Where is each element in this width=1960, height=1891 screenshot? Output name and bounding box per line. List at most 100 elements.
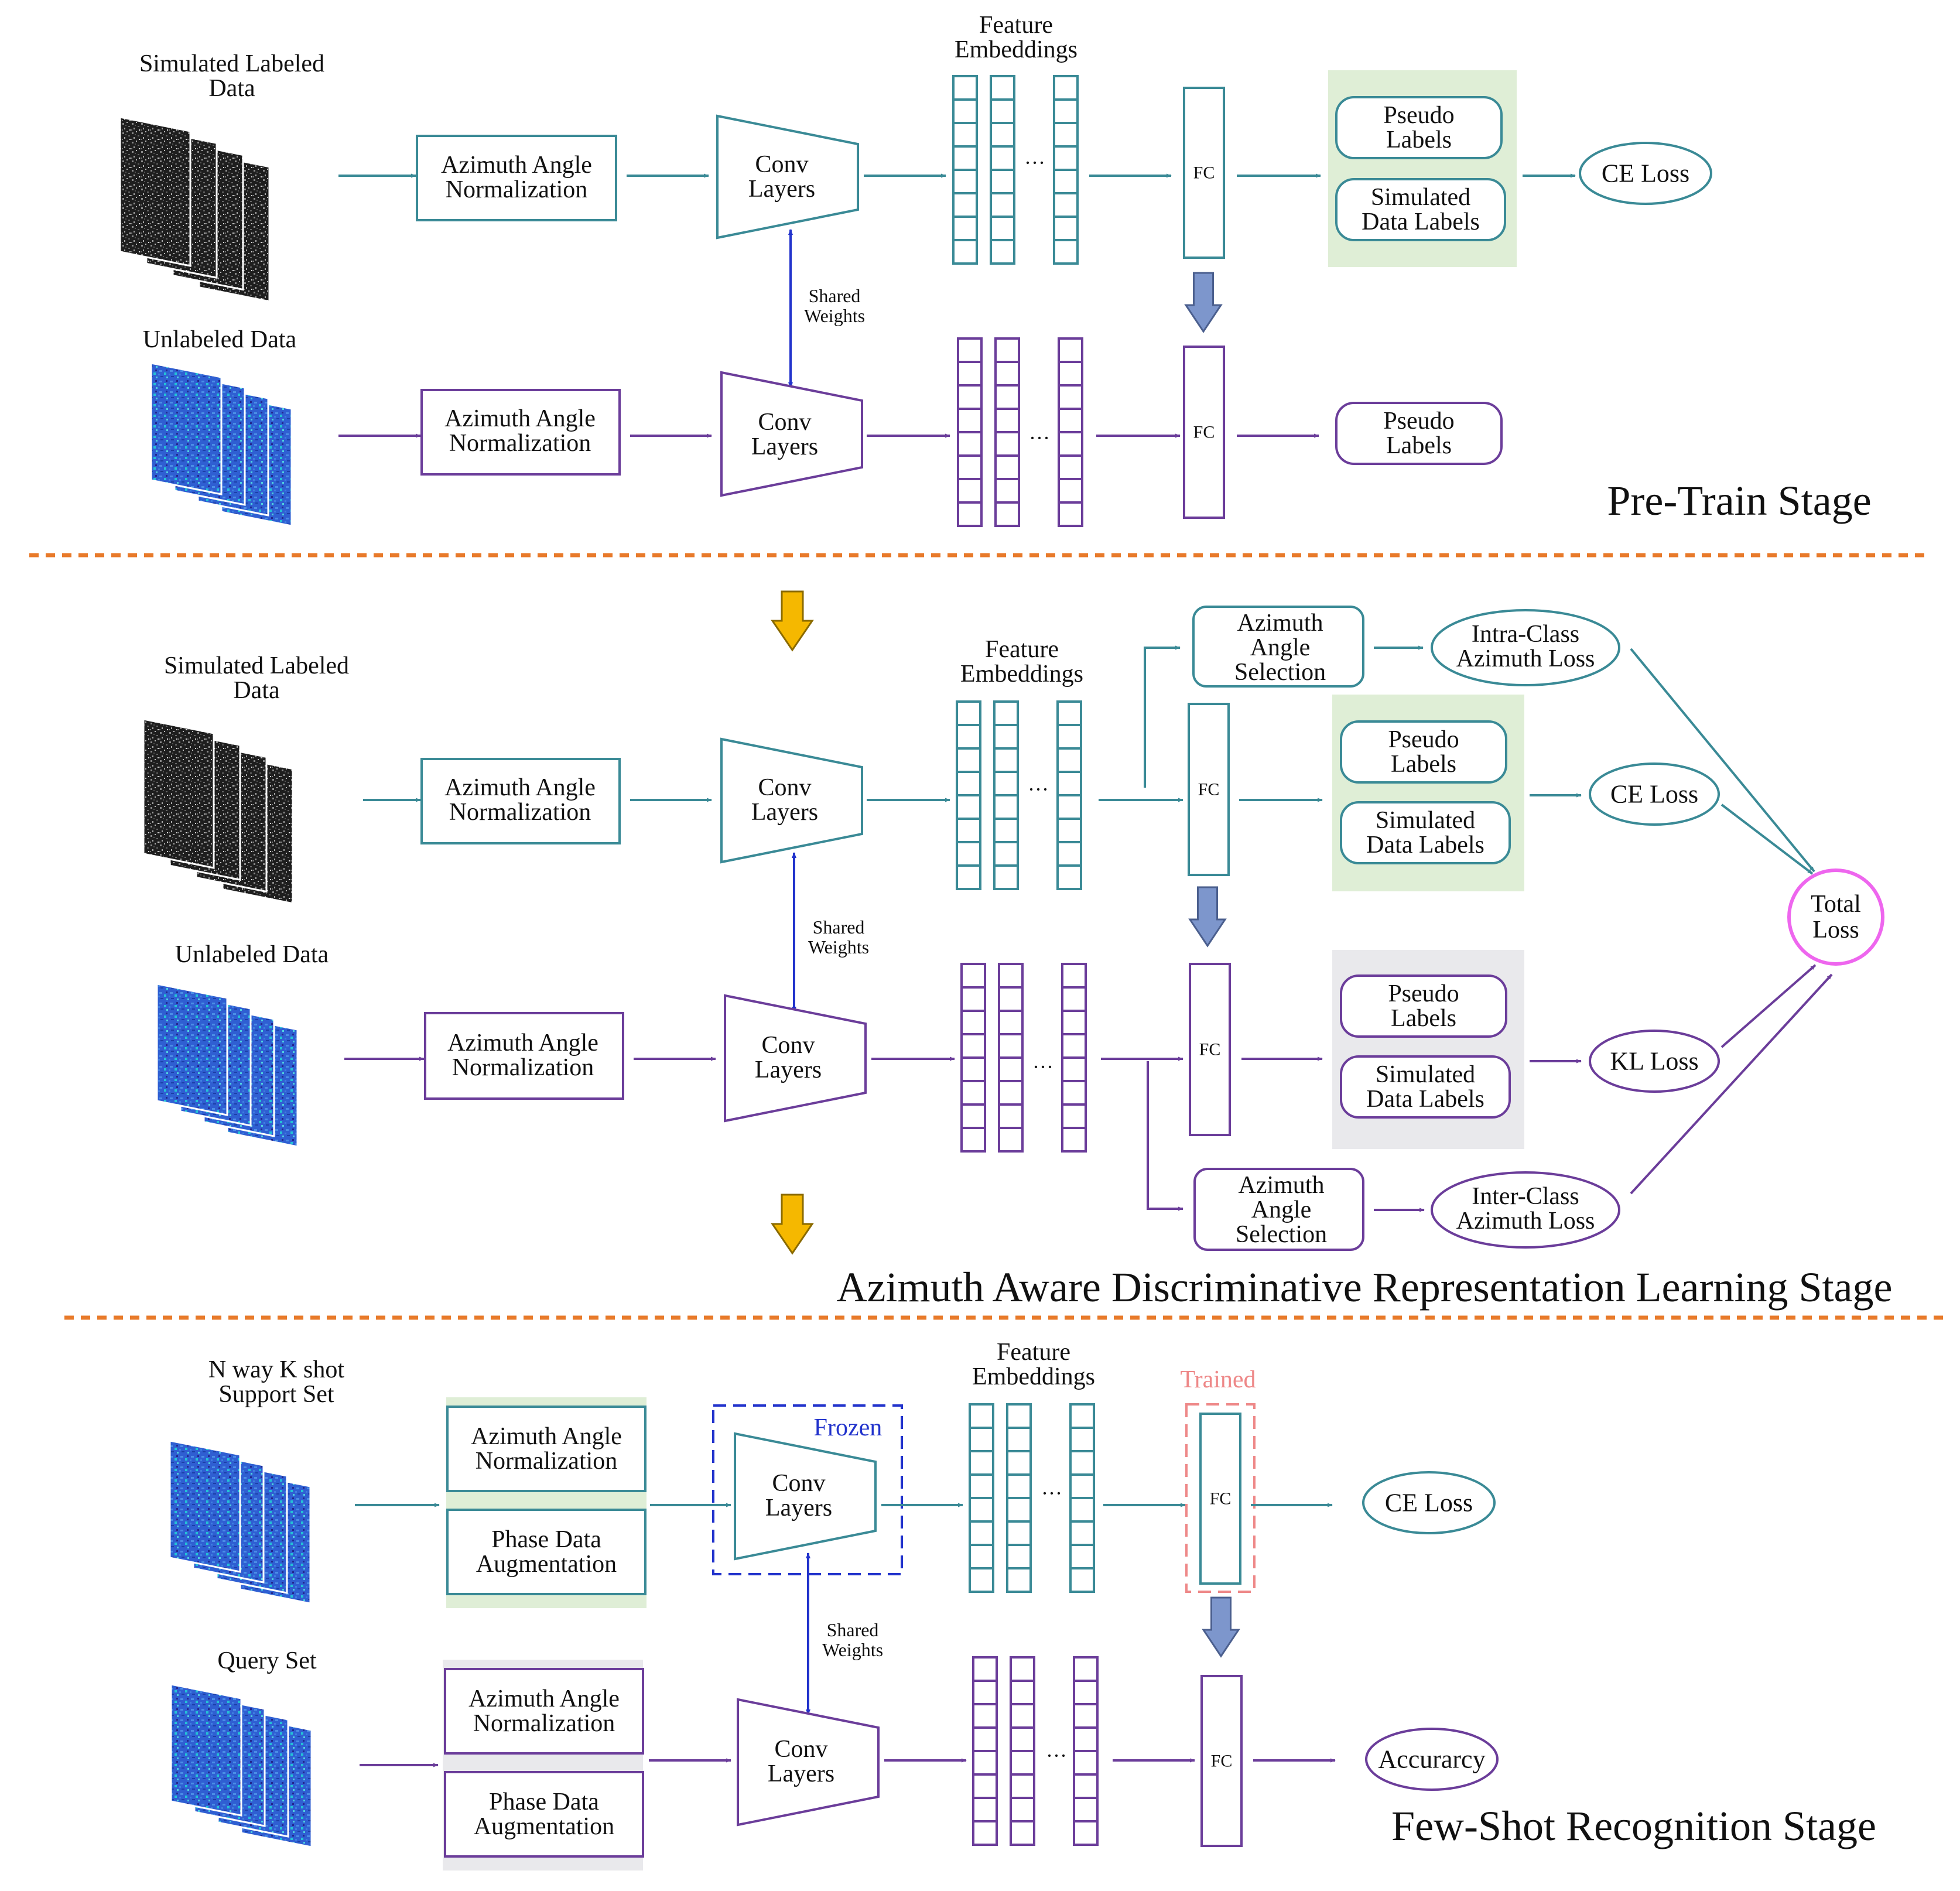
feature-cell [1006,1450,1032,1476]
feature-cell [1053,122,1079,148]
pseudo-labels-pill-text: Pseudo [1383,408,1454,435]
feature-cell [998,963,1024,989]
normalization-text: Azimuth Angle [444,774,596,801]
feature-cell [993,747,1019,773]
sar-image-stack [156,983,228,1116]
inter-class-loss-text: Inter-Class [1472,1183,1579,1210]
feature-cell [994,337,1020,363]
feature-cell [1053,75,1079,101]
feature-cell [969,1473,994,1499]
feature-cell [952,145,978,171]
feature-cell [956,841,981,867]
feature-cell [1058,431,1083,457]
feature-cell [1056,864,1082,890]
feature-cell [1058,337,1083,363]
feature-cell [956,771,981,796]
conv-layers-text: Layers [751,799,818,826]
feature-cell [1069,1567,1095,1593]
normalization-text: Normalization [446,176,588,203]
feature-embeddings-label: Embeddings [960,661,1083,688]
feature-cell [1056,724,1082,750]
feature-cell [1053,216,1079,241]
feature-cell [969,1544,994,1569]
inter-class-loss-text: Azimuth Loss [1456,1208,1595,1235]
feature-cell [990,239,1015,265]
ce-loss-text: CE Loss [1385,1489,1473,1517]
azimuth-normalization-box [444,1668,644,1755]
feature-cell [1056,818,1082,843]
feature-cell [957,337,983,363]
conv-layers-text: Conv [755,151,808,178]
feature-cell [1073,1703,1099,1729]
fc-layer [1199,1413,1241,1585]
fc-label: FC [1193,423,1215,442]
ce-loss-ellipse [1589,762,1720,826]
feature-cell [1010,1773,1035,1799]
intra-class-loss-text: Intra-Class [1472,621,1579,648]
feature-cell [969,1450,994,1476]
feature-cell [1010,1656,1035,1682]
feature-cell [1069,1427,1095,1452]
fc-label: FC [1199,1040,1221,1059]
azimuth-normalization-box [424,1012,624,1100]
feature-cell [972,1750,998,1776]
branch-arrow [1144,645,1181,788]
feature-cell [994,431,1020,457]
feature-cell [1058,478,1083,504]
fc-layer [1188,703,1230,876]
stage-title: Azimuth Aware Discriminative Representat… [837,1264,1893,1311]
feature-cell [990,75,1015,101]
normalization-text: Normalization [476,1448,618,1475]
fc-layer [1183,87,1225,259]
pseudo-labels-pill-text: Pseudo [1388,980,1459,1007]
feature-cell [993,841,1019,867]
feature-cell [1006,1403,1032,1429]
feature-cell [960,1056,986,1082]
feature-cell [1069,1497,1095,1523]
loss-arrow [1630,648,1815,873]
feature-cell [993,794,1019,820]
feature-cell [993,818,1019,843]
frozen-region [712,1404,903,1575]
feature-cell [972,1680,998,1705]
pseudo-labels-pill [1340,720,1507,784]
feature-cell [972,1703,998,1729]
feature-cell [1061,963,1087,989]
feature-cell [1010,1726,1035,1752]
feature-cell [990,145,1015,171]
normalization-text: Normalization [449,430,591,457]
feature-embeddings-label: Feature [985,636,1059,663]
pseudo-labels-pill-text: Labels [1386,126,1452,153]
ellipsis-dots: ··· [1032,1055,1053,1079]
conv-layers-text: Layers [755,1056,822,1083]
feature-cell [1073,1680,1099,1705]
conv-layers-text: Conv [774,1736,827,1763]
feature-cell [1010,1797,1035,1822]
feature-cell [952,192,978,218]
phase-augmentation-text: Augmentation [476,1551,617,1578]
fc-label: FC [1193,163,1215,183]
stage-transition-arrow [771,1194,814,1255]
feature-cell [1053,192,1079,218]
pseudo-labels-pill-text: Labels [1391,1005,1456,1032]
accuracy-ellipse [1365,1728,1499,1791]
feature-cell [1061,1010,1087,1035]
fc-label: FC [1210,1489,1232,1509]
support-set-label: N way K shot [208,1356,344,1383]
feature-cell [957,431,983,457]
stage-title: Pre-Train Stage [1607,477,1871,524]
feature-cell [1073,1797,1099,1822]
conv-layers-text: Conv [772,1470,825,1497]
total-loss-text: Total [1811,891,1861,918]
ellipsis-dots: ··· [1046,1744,1067,1767]
feature-cell [993,724,1019,750]
shared-weights-text: Weights [804,305,865,326]
feature-cell [1073,1726,1099,1752]
phase-augmentation-box [446,1509,647,1595]
simulated-data-labels-pill-text: Simulated [1376,807,1475,834]
feature-cell [1058,384,1083,410]
feature-cell [952,122,978,148]
feature-cell [956,794,981,820]
conv-layers-block [720,371,863,497]
normalization-text: Azimuth Angle [471,1423,622,1450]
